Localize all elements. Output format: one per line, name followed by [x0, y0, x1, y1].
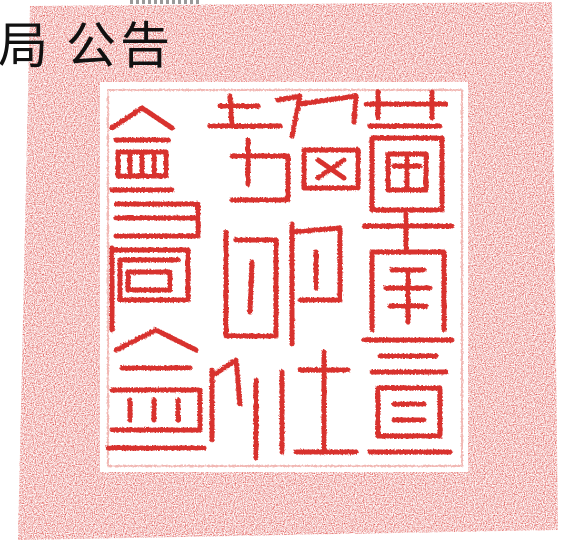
top-rule	[130, 0, 200, 4]
seal-char-right	[361, 89, 455, 455]
seal-characters	[105, 89, 463, 467]
notice-heading: 公告	[66, 17, 174, 75]
heading-area: 局 公告	[0, 0, 260, 75]
seal-char-middle	[207, 93, 361, 461]
seal-red-field	[18, 2, 558, 540]
seal-char-left	[105, 105, 207, 451]
heading-fragment: 局	[0, 17, 48, 75]
